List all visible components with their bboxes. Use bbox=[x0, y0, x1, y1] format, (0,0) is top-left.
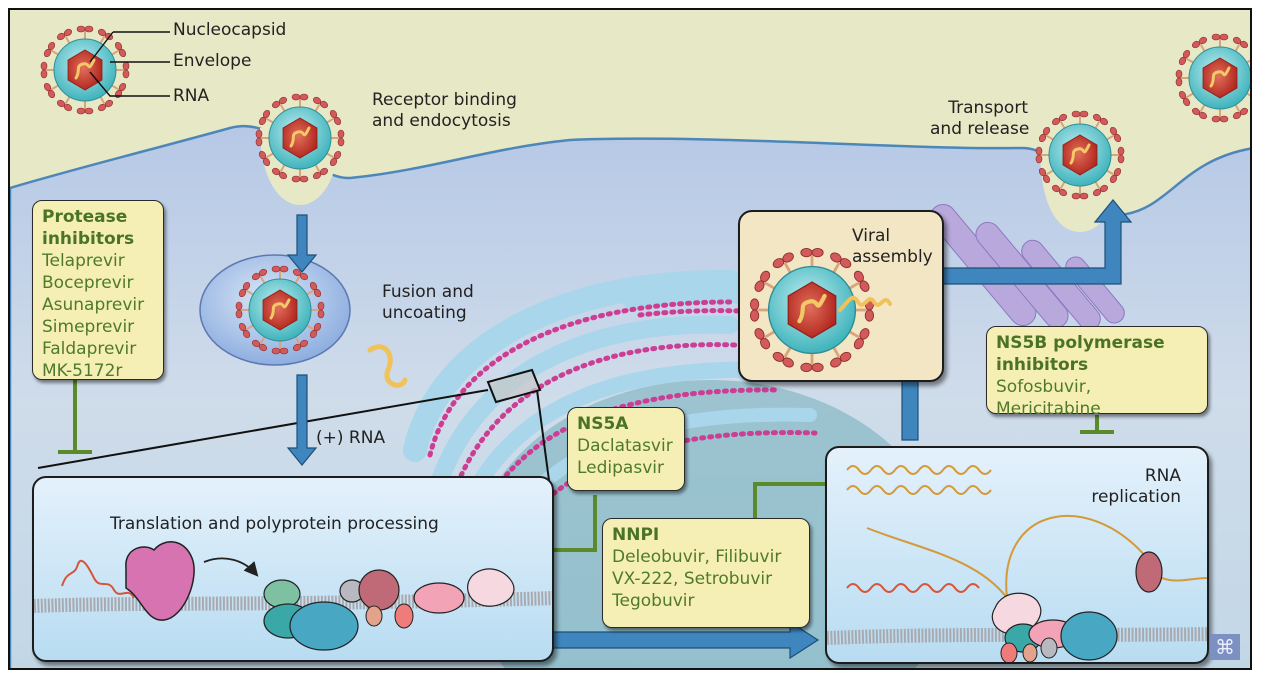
drug-class-title: inhibitors bbox=[996, 355, 1089, 375]
drug-name: Simeprevir bbox=[42, 317, 135, 337]
nnpi-box: NNPI Deleobuvir, Filibuvir VX-222, Setro… bbox=[602, 518, 810, 628]
drug-name: MK-5172r bbox=[42, 361, 123, 381]
step-rna-replication: RNA replication bbox=[1091, 466, 1181, 507]
rna-replication-panel: RNA replication bbox=[825, 446, 1209, 664]
uncoated-rna bbox=[367, 344, 408, 388]
ribosome bbox=[125, 541, 195, 621]
assembly-artwork bbox=[740, 212, 892, 382]
drug-class-title: NS5A bbox=[577, 414, 629, 434]
drug-name: Tegobuvir bbox=[612, 591, 695, 611]
step-receptor-binding: Receptor binding and endocytosis bbox=[372, 90, 517, 131]
zoom-indicator bbox=[37, 368, 551, 489]
step-translation: Translation and polyprotein processing bbox=[110, 514, 439, 534]
step-fusion-uncoating: Fusion and uncoating bbox=[382, 282, 474, 323]
label-nucleocapsid: Nucleocapsid bbox=[173, 20, 287, 40]
publisher-logo-icon: ⌘ bbox=[1210, 634, 1240, 660]
drug-name: Sofosbuvir, Mericitabine bbox=[996, 377, 1101, 419]
drug-name: Boceprevir bbox=[42, 273, 134, 293]
drug-class-title: inhibitors bbox=[42, 229, 135, 249]
drug-name: Asunaprevir bbox=[42, 295, 145, 315]
ns5b-box: NS5B polymerase inhibitors Sofosbuvir, M… bbox=[986, 326, 1208, 419]
translation-panel: Translation and polyprotein processing bbox=[32, 476, 554, 662]
label-rna: RNA bbox=[173, 86, 210, 106]
viral-assembly-panel: Viral assembly bbox=[738, 210, 944, 382]
drug-name: VX-222, Setrobuvir bbox=[612, 569, 773, 589]
drug-name: Ledipasvir bbox=[577, 458, 664, 478]
drug-name: Faldaprevir bbox=[42, 339, 137, 359]
step-viral-assembly: Viral assembly bbox=[852, 226, 933, 267]
replication-artwork bbox=[827, 465, 1207, 662]
drug-class-title: Protease bbox=[42, 207, 128, 227]
diagram-frame: Nucleocapsid Envelope RNA Receptor bindi… bbox=[8, 8, 1252, 670]
drug-class-title: NNPI bbox=[612, 525, 660, 545]
drug-name: Deleobuvir, Filibuvir bbox=[612, 547, 782, 567]
drug-name: Telaprevir bbox=[42, 251, 125, 271]
label-plus-rna: (+) RNA bbox=[316, 428, 386, 448]
drug-name: Daclatasvir bbox=[577, 436, 673, 456]
step-transport-release: Transport and release bbox=[930, 98, 1030, 139]
translation-artwork bbox=[34, 541, 552, 651]
protease-inhibitors-box: Protease inhibitors Telaprevir Boceprevi… bbox=[32, 200, 164, 381]
label-envelope: Envelope bbox=[173, 51, 252, 71]
ns5a-box: NS5A Daclatasvir Ledipasvir bbox=[567, 407, 685, 491]
drug-class-title: NS5B polymerase bbox=[996, 333, 1165, 353]
legend-leaders bbox=[89, 31, 170, 97]
